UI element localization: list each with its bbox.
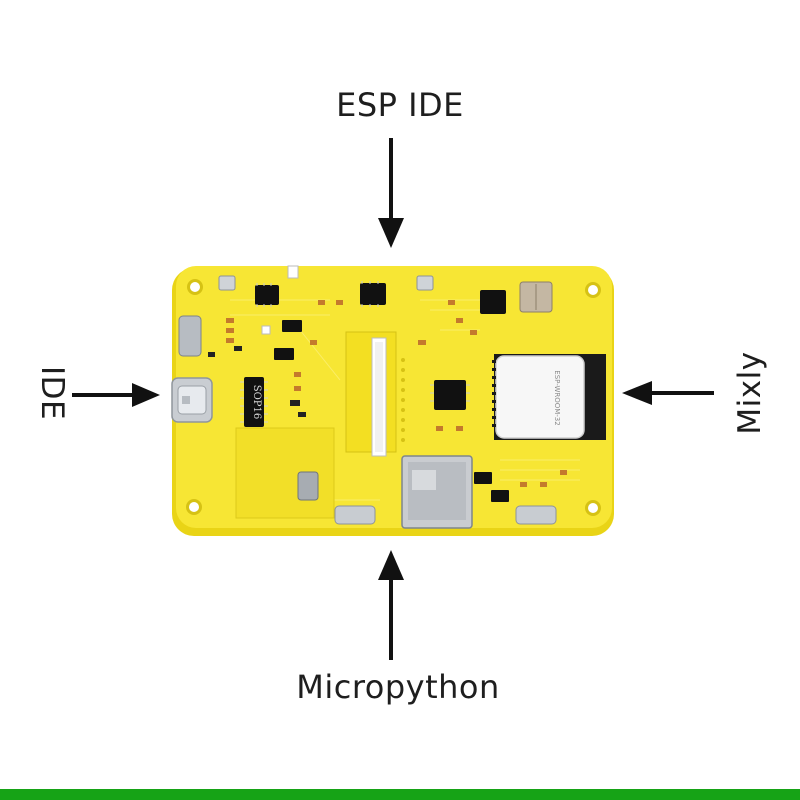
arrow-right [622, 381, 714, 405]
sop16-label: SOP16 [251, 385, 262, 420]
usb-c-port [171, 377, 213, 423]
label-micropython: Micropython [296, 668, 500, 706]
top-connectors [218, 275, 434, 291]
label-esp-ide: ESP IDE [336, 86, 464, 124]
module-label: ESP-WROOM-32 [553, 370, 561, 425]
arrow-bottom [378, 550, 404, 660]
bottom-color-bar [0, 789, 800, 800]
pin-row [401, 358, 405, 442]
ic-chips [255, 283, 509, 502]
mounting-holes [186, 279, 601, 516]
label-ide: IDE [34, 365, 70, 421]
esp32-module: ESP-WROOM-32 [492, 354, 606, 440]
side-button [178, 315, 202, 357]
microsd-slot [401, 455, 473, 529]
pcb-silkscreen-area [235, 427, 335, 519]
arrow-top [378, 138, 404, 248]
label-mixly: Mixly [732, 351, 768, 435]
pcb-board: SOP16 [171, 265, 614, 536]
arrow-left [72, 383, 160, 407]
bottom-connectors [297, 471, 557, 525]
lcd-area [345, 331, 397, 453]
sop16-chip: SOP16 [240, 377, 268, 427]
